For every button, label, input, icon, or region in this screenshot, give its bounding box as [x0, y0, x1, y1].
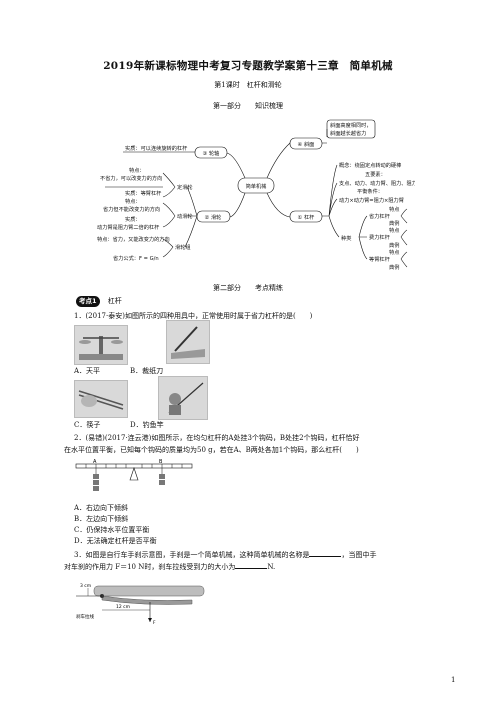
mindmap-kinds: 种类	[341, 234, 351, 242]
mindmap-lever-def: 概念：绕固定点转动的硬棒	[339, 161, 402, 169]
q1-option-d: D．钓鱼竿	[130, 421, 164, 429]
page-number: 1	[451, 676, 456, 684]
q2-option-a: A．右边向下倾斜	[74, 504, 129, 512]
mindmap-feat-1: 特点	[389, 205, 399, 213]
mindmap-k2: 费力杠杆	[369, 233, 390, 241]
part1-heading: 第一部分 知识梳理	[213, 102, 283, 110]
mindmap-mov-f2: 省力但不能改变力的方向	[103, 205, 160, 213]
paper-cutter-image	[166, 320, 210, 364]
chopsticks-image	[74, 380, 128, 418]
q2-option-b: B．左边向下倾斜	[74, 515, 129, 523]
mindmap-pulley: ② 滑轮	[205, 213, 222, 221]
mindmap-wheel-note: 实质：可以连续旋转的杠杆	[125, 144, 187, 152]
q2-option-d: D．无法确定杠杆是否平衡	[74, 537, 157, 545]
mindmap-slope: ④ 斜面	[298, 140, 315, 148]
mindmap-center: 简单机械	[246, 182, 267, 190]
mindmap-center-box	[237, 177, 275, 194]
q2-text-2: 在水平位置平衡，已知每个钩码的质量均为50 g，若在A、B两处各加1个钩码，那么…	[64, 446, 359, 454]
mindmap-ex-1: 典例	[389, 219, 399, 227]
mindmap-five-title: 五要素：	[365, 170, 386, 178]
mindmap-slope-note2: 斜面越长越省力	[330, 129, 366, 137]
q3-text-2b: N.	[267, 563, 276, 571]
mindmap-ex-2: 典例	[389, 241, 399, 249]
kaodian-label: 杠杆	[107, 297, 122, 305]
mindmap-movable: 动滑轮	[177, 212, 193, 220]
q2-option-c: C．仍保持水平位置平衡	[74, 526, 150, 534]
q1-option-c: C．筷子	[74, 421, 101, 429]
lever-label-b: B	[159, 459, 163, 465]
q1-option-b: B．裁纸刀	[130, 367, 164, 375]
mindmap-feat-3: 特点	[389, 248, 399, 256]
q3-text-1a: 3．如图是自行车手刹示意图，手刹是一个简单机械，这种简单机械的名称是	[74, 551, 310, 559]
lever-label-a: A	[93, 459, 97, 465]
mindmap-balance: 动力×动力臂=阻力×阻力臂	[339, 196, 404, 204]
mindmap-balance-title: 平衡条件：	[357, 187, 383, 195]
lesson-title: 第1课时 杠杆和滑轮	[214, 81, 282, 89]
page-title: 2019年新课标物理中考复习专题教学案第十三章 简单机械	[103, 60, 393, 72]
brake-diagram: 3 cm 12 cm 刹车拉线 F	[76, 583, 205, 626]
mindmap-wheel: ③ 轮轴	[203, 149, 220, 157]
q3-blank-2[interactable]	[235, 560, 268, 569]
mindmap-block-formula: 省力公式：F = G/n	[113, 254, 159, 262]
brake-label-12cm: 12 cm	[116, 604, 130, 610]
q1-text: 1．(2017·泰安)如图所示的四种用具中，正常使用时属于省力杠杆的是( )	[74, 312, 313, 320]
mindmap-ex-3: 典例	[389, 263, 399, 271]
mindmap-mov-e1: 实质：	[125, 215, 141, 223]
mindmap-fixed: 定滑轮	[177, 183, 193, 191]
mindmap-fixed-f1: 特点：	[129, 166, 145, 174]
kaodian-badge: 考点1	[76, 296, 100, 307]
mindmap-slope-note1: 斜面高度相同时，	[330, 121, 372, 129]
q3-text-1b: ，当图中手	[341, 551, 377, 559]
lever-diagram: A B	[75, 459, 193, 491]
mindmap-mov-e2: 动力臂是阻力臂二倍的杠杆	[97, 223, 159, 231]
mindmap-diagram: 简单机械 ③ 轮轴 实质：可以连续旋转的杠杆 ④ 斜面 斜面高度相同时， 斜面越…	[97, 119, 415, 271]
mindmap-k3: 等臂杠杆	[369, 255, 390, 263]
q3-blank-1[interactable]	[309, 548, 342, 557]
part2-heading: 第二部分 考点精练	[213, 284, 283, 292]
mindmap-feat-2: 特点	[389, 226, 399, 234]
balance-scale-image	[74, 325, 128, 365]
brake-label-f: F	[153, 620, 156, 626]
q3-text-2a: 对车刹的作用力 F＝10 N时，刹车拉线受到力的大小为	[64, 563, 236, 571]
mindmap-five: 支点、动力、动力臂、阻力、阻力臂	[339, 179, 415, 187]
mindmap-block-f: 特点：省力，又能改变力的方向	[97, 235, 170, 243]
q2-text-1: 2．(易错)(2017·连云港)如图所示，在均匀杠杆的A处挂3个钩码，B处挂2个…	[74, 434, 360, 442]
q1-option-a: A．天平	[74, 367, 101, 375]
mindmap-fixed-e: 实质：等臂杠杆	[125, 189, 161, 197]
brake-label-3cm: 3 cm	[80, 583, 91, 589]
brake-label-cable: 刹车拉线	[76, 613, 94, 620]
mindmap-k1: 省力杠杆	[369, 212, 390, 220]
mindmap-mov-f1: 特点：	[125, 197, 141, 205]
mindmap-fixed-f2: 不省力，可以改变力的方向	[100, 174, 162, 182]
mindmap-lever: ① 杠杆	[298, 213, 315, 221]
fishing-rod-image	[158, 376, 208, 420]
mindmap-block: 滑轮组	[175, 243, 191, 251]
